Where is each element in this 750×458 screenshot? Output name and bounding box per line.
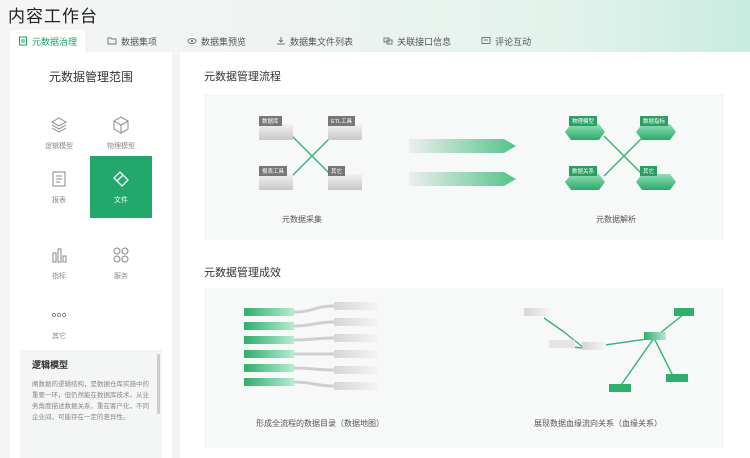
tab-label: 评论互动 bbox=[495, 36, 532, 47]
node-other-right: 其它 bbox=[640, 166, 658, 176]
parse-caption: 元数据解析 bbox=[596, 215, 636, 224]
node-data-indicator: 数据指标 bbox=[640, 116, 669, 126]
category-label: 指标 bbox=[52, 273, 66, 280]
tab-label: 关联接口信息 bbox=[397, 36, 452, 47]
process-graphic bbox=[259, 124, 676, 190]
node-other-left: 其它 bbox=[328, 166, 346, 176]
tab-bar: 元数据治理 数据集项 数据集预览 数据集文件列表 关联接口信息 评论互动 bbox=[10, 30, 750, 52]
scrollbar[interactable] bbox=[157, 354, 160, 414]
catalog-caption: 形成全流程的数据目录（数据地图） bbox=[256, 419, 384, 428]
category-label: 文件 bbox=[114, 197, 128, 204]
download-icon bbox=[276, 36, 286, 46]
collect-caption: 元数据采集 bbox=[282, 215, 322, 224]
tab-label: 元数据治理 bbox=[32, 36, 78, 47]
page-title: 内容工作台 bbox=[8, 7, 98, 26]
tab-dataset-file-list[interactable]: 数据集文件列表 bbox=[268, 30, 361, 52]
results-graphic bbox=[244, 302, 694, 392]
category-physical-model[interactable]: 物理模型 bbox=[90, 102, 152, 164]
layers-icon bbox=[50, 117, 68, 133]
description-title: 逻辑模型 bbox=[32, 360, 69, 370]
category-label: 服务 bbox=[114, 273, 128, 280]
comment-icon bbox=[481, 36, 491, 46]
link-icon bbox=[383, 36, 393, 46]
sidebar-title: 元数据管理范围 bbox=[48, 70, 133, 84]
grid-icon bbox=[113, 247, 129, 263]
bar-chart-icon bbox=[52, 248, 67, 263]
category-label: 其它 bbox=[52, 333, 66, 340]
category-other[interactable]: 其它 bbox=[28, 292, 90, 354]
category-label: 报表 bbox=[52, 197, 66, 204]
node-physical-model: 物理模型 bbox=[569, 116, 598, 126]
category-report[interactable]: 报表 bbox=[28, 156, 90, 218]
results-diagram: 形成全流程的数据目录（数据地图） 展现数据血缘流向关系（血缘关系） bbox=[204, 288, 724, 448]
file-icon bbox=[113, 171, 129, 187]
report-icon bbox=[52, 171, 66, 187]
category-service[interactable]: 服务 bbox=[90, 232, 152, 294]
category-description-panel: 逻辑模型 阐数据的逻辑结构，是数据仓库实施中的重要一环，但仍然能在数据库技术。从… bbox=[20, 350, 162, 458]
category-file[interactable]: 文件 bbox=[90, 156, 152, 218]
tab-related-api[interactable]: 关联接口信息 bbox=[375, 30, 459, 52]
process-section-title: 元数据管理流程 bbox=[204, 71, 281, 83]
description-text: 阐数据的逻辑结构，是数据仓库实施中的重要一环，但仍然能在数据库技术。从业务角度描… bbox=[32, 381, 149, 421]
category-label: 逻辑模型 bbox=[45, 143, 73, 150]
lineage-caption: 展现数据血缘流向关系（血缘关系） bbox=[534, 419, 662, 428]
process-diagram: 数据库 ETL工具 报表工具 其它 物理模型 数据指标 数据关系 其它 元数据采… bbox=[204, 94, 724, 240]
eye-icon bbox=[187, 36, 197, 46]
node-data-relation: 数据关系 bbox=[569, 166, 598, 176]
category-indicator[interactable]: 指标 bbox=[28, 232, 90, 294]
tab-dataset-items[interactable]: 数据集项 bbox=[99, 30, 165, 52]
node-database: 数据库 bbox=[259, 116, 282, 126]
results-section-title: 元数据管理成效 bbox=[204, 267, 281, 279]
tab-dataset-preview[interactable]: 数据集预览 bbox=[179, 30, 254, 52]
category-label: 物理模型 bbox=[107, 143, 135, 150]
node-etl-tool: ETL工具 bbox=[328, 116, 356, 126]
tab-label: 数据集文件列表 bbox=[290, 36, 354, 47]
tab-label: 数据集项 bbox=[121, 36, 158, 47]
main-content: 元数据管理流程 bbox=[180, 52, 750, 458]
document-icon bbox=[18, 36, 28, 46]
cube-icon bbox=[113, 116, 129, 134]
category-logical-model[interactable]: 逻辑模型 bbox=[28, 102, 90, 164]
tab-metadata-governance[interactable]: 元数据治理 bbox=[10, 30, 86, 52]
node-report-tool: 报表工具 bbox=[259, 166, 288, 176]
sidebar: 元数据管理范围 逻辑模型 物理模型 报表 文件 指标 服务 其它 逻辑模型 阐数… bbox=[10, 52, 172, 458]
more-icon bbox=[51, 312, 67, 318]
folder-icon bbox=[107, 36, 117, 46]
tab-label: 数据集预览 bbox=[201, 36, 247, 47]
tab-comments[interactable]: 评论互动 bbox=[473, 30, 539, 52]
